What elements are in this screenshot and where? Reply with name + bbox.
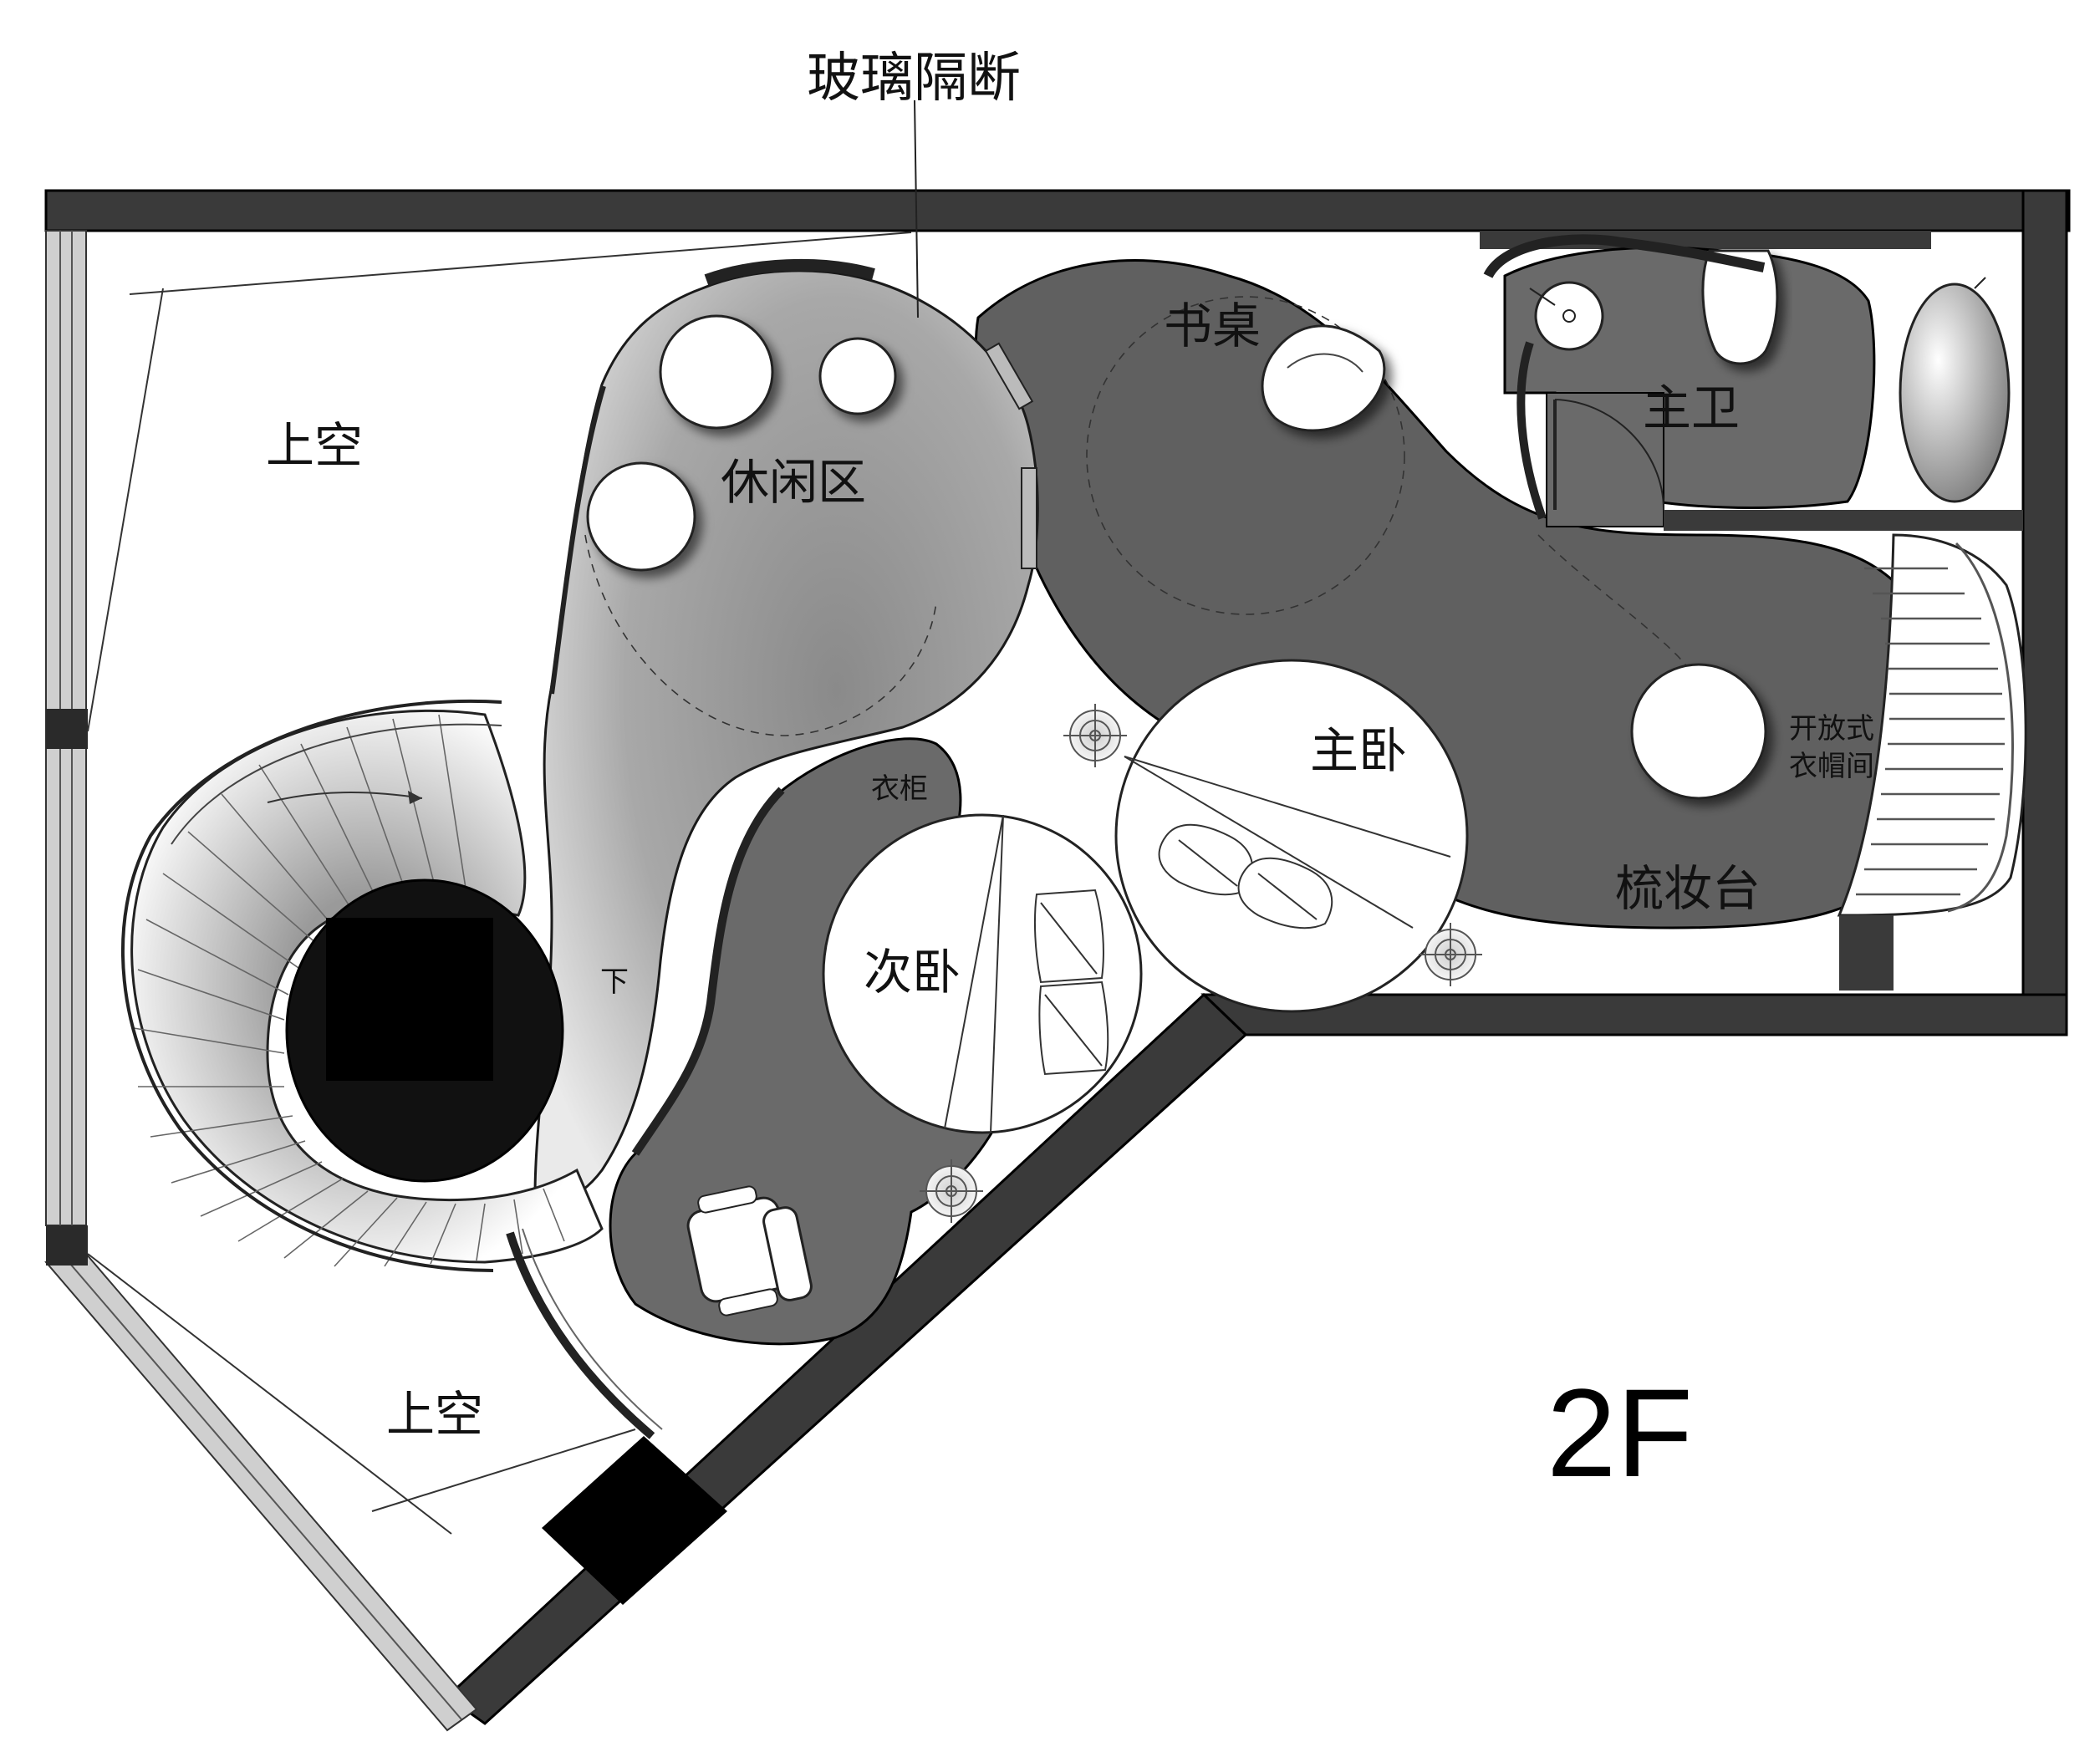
closet-table <box>1630 663 1767 800</box>
master-bed-pillows <box>1158 823 1333 929</box>
column-left-upper <box>46 709 88 749</box>
toilet <box>1701 249 1779 365</box>
lounge-table-2 <box>818 337 897 415</box>
light-targets <box>920 704 1482 1223</box>
label-desk: 书桌 <box>1164 298 1261 354</box>
label-master-bath: 主卫 <box>1643 379 1740 436</box>
glass-wall-lower <box>44 1252 478 1732</box>
bath-fixtures <box>1483 234 2011 520</box>
stair-core <box>326 918 493 1081</box>
void-lines <box>87 232 912 1535</box>
label-callout: 玻璃隔断 <box>807 48 1021 109</box>
wall-right <box>2021 189 2068 1036</box>
second-bed <box>822 813 1143 1134</box>
walls <box>44 189 2071 1732</box>
label-stair-down: 下 <box>600 965 629 999</box>
office-chair <box>686 1185 813 1316</box>
label-closet-1: 开放式 <box>1789 712 1874 746</box>
lounge-table-1 <box>659 314 774 430</box>
wall-top <box>44 189 2071 232</box>
lounge-table-3 <box>586 461 696 572</box>
label-void-bottom: 上空 <box>386 1386 483 1443</box>
lounge-tables <box>586 314 897 572</box>
desk-chair <box>1261 324 1386 432</box>
column-left-lower <box>46 1225 88 1266</box>
label-vanity: 梳妆台 <box>1615 860 1761 917</box>
master-bed <box>1114 659 1469 1013</box>
mirror-oval <box>1899 283 2011 503</box>
light-target-3 <box>920 1159 983 1223</box>
label-wardrobe: 衣柜 <box>871 772 928 806</box>
light-target-1 <box>1063 704 1127 767</box>
wall-block-bottom <box>542 1436 727 1605</box>
label-void-top: 上空 <box>266 417 363 474</box>
label-master-bedroom: 主卧 <box>1310 722 1407 779</box>
label-closet-2: 衣帽间 <box>1789 750 1874 783</box>
callout-leader <box>914 99 919 318</box>
label-second-bedroom: 次卧 <box>864 944 961 1001</box>
second-bed-pillows <box>1033 889 1109 1076</box>
label-lounge: 休闲区 <box>721 454 866 511</box>
spiral-stair <box>120 699 663 1439</box>
light-target-2 <box>1419 923 1482 986</box>
washbasin <box>1534 281 1604 351</box>
open-closet <box>1837 533 2027 917</box>
labels: 玻璃隔断 上空 上空 休闲区 书桌 主卫 主卧 次卧 衣柜 开放式 衣帽间 梳妆… <box>266 48 1874 1503</box>
label-floor: 2F <box>1547 1362 1693 1503</box>
